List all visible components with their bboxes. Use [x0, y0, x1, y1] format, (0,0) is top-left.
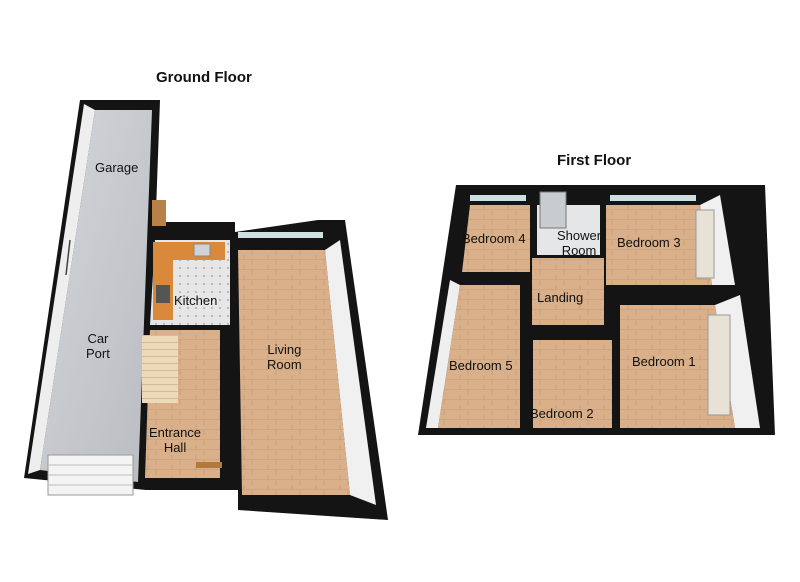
bedroom-1-wardrobe: [707, 314, 731, 416]
bedroom-3-wardrobe: [695, 209, 715, 279]
bedroom-3-label: Bedroom 3: [617, 235, 681, 250]
first-floor-plan: [418, 185, 775, 435]
living-room-right-wall-face: [325, 240, 376, 505]
landing-label: Landing: [537, 290, 584, 305]
garage-label: Garage: [95, 160, 139, 175]
kitchen-sink: [193, 243, 211, 257]
ground-staircase: [142, 335, 178, 403]
bedroom-4-label: Bedroom 4: [462, 231, 526, 246]
bedroom-4-window: [470, 195, 526, 201]
bedroom-2-floor: [533, 340, 612, 428]
bedroom-4-floor: [462, 205, 530, 272]
garage-divider: [65, 239, 71, 276]
living-hall-partition: [220, 325, 234, 411]
entrance-hall-label: Entrance Hall: [149, 425, 202, 455]
bedroom-1-label: Bedroom 1: [632, 354, 696, 369]
garage-left-wall-face: [28, 104, 95, 474]
ground-floor-plan: [24, 100, 388, 520]
ground-floor-title: Ground Floor: [156, 69, 252, 86]
garage-carport-floor: [40, 110, 152, 482]
car-port-label: Car Port: [86, 331, 110, 361]
kitchen-label: Kitchen: [174, 293, 218, 308]
bedroom-2-label: Bedroom 2: [530, 406, 594, 421]
kitchen-hob: [156, 285, 170, 303]
bedroom-1-floor: [620, 305, 735, 428]
landing-floor: [532, 258, 604, 325]
bedroom-3-floor: [606, 205, 712, 285]
shower-room-label: Shower Room: [557, 228, 602, 258]
kitchen-worktop-left: [153, 242, 173, 320]
bedroom-5-left-wall-face: [426, 280, 460, 428]
bedroom-3-window: [610, 195, 696, 201]
living-room-floor: [238, 250, 350, 495]
living-room-window: [238, 232, 323, 238]
living-room-label: Living Room: [267, 342, 302, 372]
side-door: [152, 200, 166, 226]
bedroom-5-floor: [438, 285, 520, 428]
shower-enclosure: [539, 191, 567, 229]
first-floor-title: First Floor: [557, 152, 632, 169]
bedroom-5-label: Bedroom 5: [449, 358, 513, 373]
front-door: [196, 462, 222, 468]
